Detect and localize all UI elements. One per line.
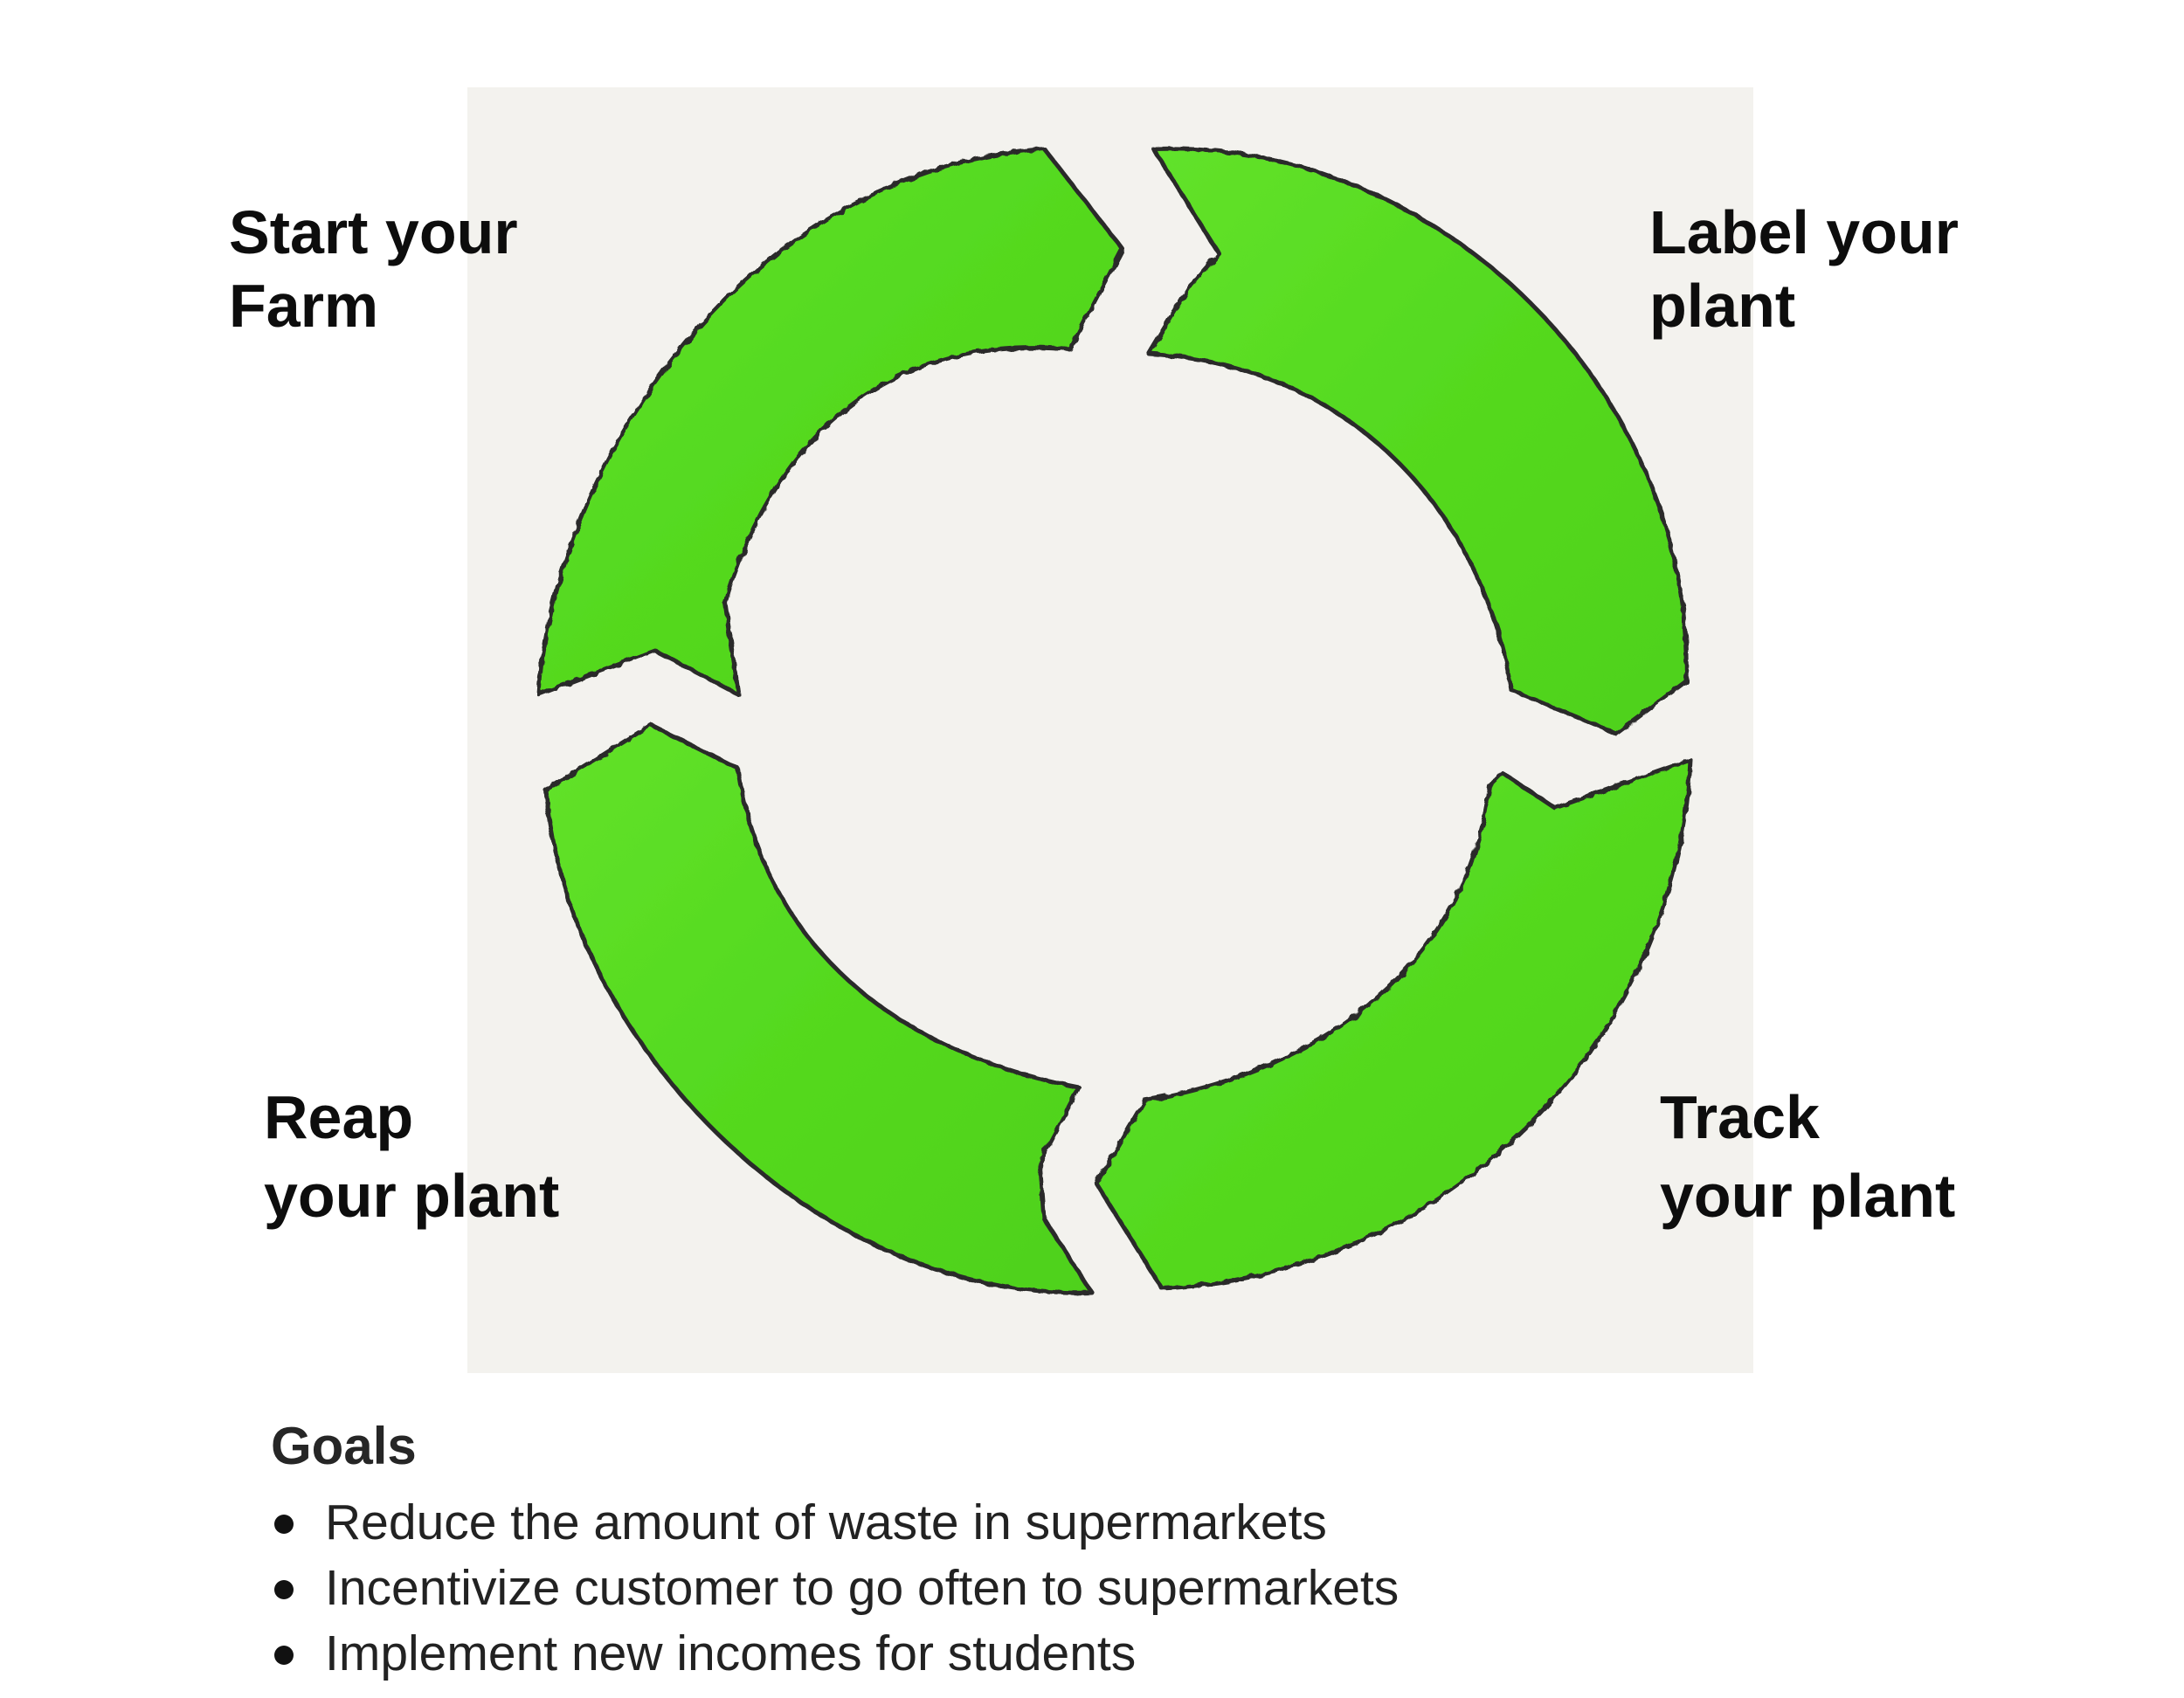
stage-label-line: Track [1660,1083,1820,1151]
stage-label-line: plant [1649,272,1796,340]
stage-label-line: Label your [1649,198,1959,266]
goal-item: Implement new incomes for students [271,1621,1399,1687]
arrow-start-to-label [536,146,1125,697]
arrow-label-to-track [1146,146,1689,736]
stage-label-line: Start your [229,198,518,266]
arrow-track-to-reap [1094,757,1693,1291]
goal-text: Incentivize customer to go often to supe… [325,1560,1400,1616]
bullet-icon [274,1646,294,1665]
goal-text: Reduce the amount of waste in supermarke… [325,1494,1327,1550]
cycle-arrow-icon [536,146,1125,697]
stage-label-line: Reap [264,1083,414,1151]
cycle-arrow-icon [543,722,1095,1295]
goal-item: Reduce the amount of waste in supermarke… [271,1490,1399,1556]
goal-item: Incentivize customer to go often to supe… [271,1556,1399,1621]
stage-label-line: your plant [264,1162,560,1230]
cycle-arrow-icon [1094,757,1693,1291]
goals-section: Goals Reduce the amount of waste in supe… [271,1415,1399,1687]
cycle-arrow-icon [1146,146,1689,736]
bullet-icon [274,1515,294,1534]
arrow-reap-to-start [543,722,1095,1295]
stage-label-reap: Reap your plant [264,1078,559,1235]
stage-label-track: Track your plant [1660,1078,1955,1235]
stage-label-line: your plant [1660,1162,1956,1230]
goal-text: Implement new incomes for students [325,1626,1137,1681]
bullet-icon [274,1580,294,1599]
stage-label-line: Farm [229,272,379,340]
stage-label-start: Start your Farm [229,196,518,342]
stage-label-label: Label your plant [1649,196,1959,342]
goals-list: Reduce the amount of waste in supermarke… [271,1490,1399,1687]
goals-heading: Goals [271,1417,417,1475]
